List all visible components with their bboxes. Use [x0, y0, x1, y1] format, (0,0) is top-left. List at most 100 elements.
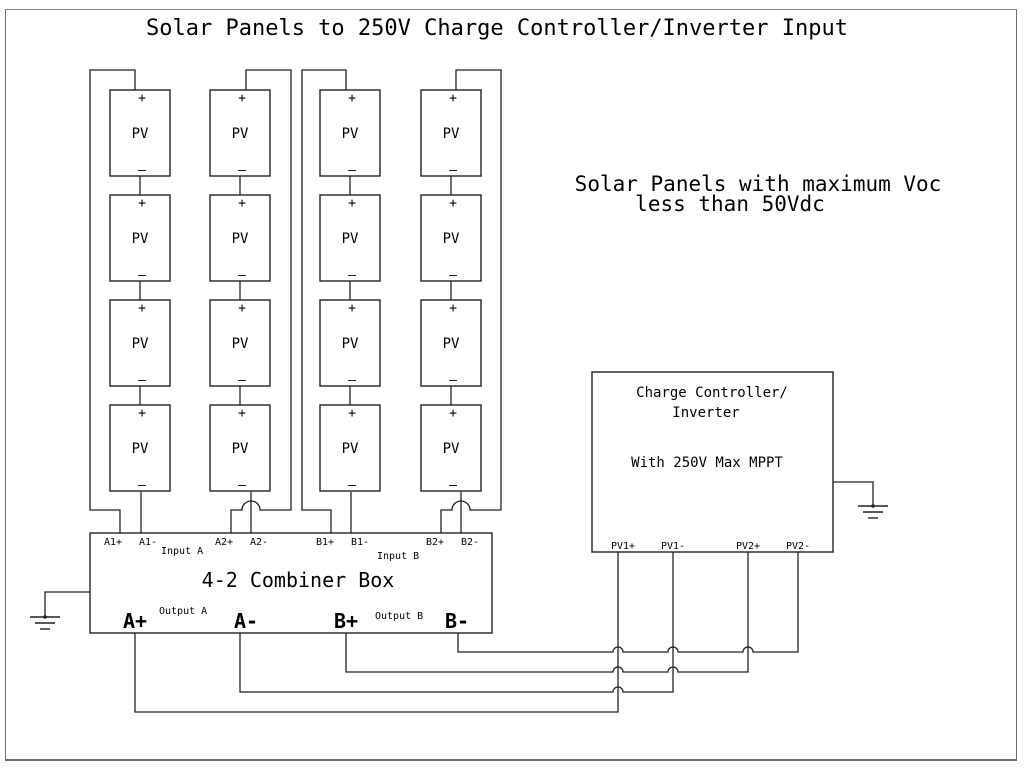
negative-terminal-icon: –	[348, 268, 356, 283]
pv-panel-body	[109, 299, 171, 387]
combiner-input-labels: A1+ A1- A2+ A2- B1+ B1- B2+ B2-	[104, 537, 479, 548]
string-wiring	[89, 69, 502, 533]
negative-terminal-icon: –	[238, 163, 246, 178]
pv-panel: PV+–	[109, 299, 171, 388]
pv-panel-body	[319, 89, 381, 177]
input-a-label: Input A	[161, 546, 203, 557]
negative-terminal-icon: –	[138, 373, 146, 388]
positive-terminal-icon: +	[238, 301, 246, 316]
pv-string-b2: PV+–PV+–PV+–PV+–	[420, 89, 482, 493]
terminal-pv2-minus: PV2-	[786, 541, 810, 552]
pv-panel-label: PV	[232, 231, 249, 247]
combiner-box	[89, 532, 493, 634]
wire-b2-positive	[440, 69, 502, 533]
pv-panel: PV + –	[109, 89, 171, 178]
positive-terminal-icon: +	[238, 196, 246, 211]
pv-panel: PV+–	[319, 404, 381, 493]
terminal-a1-minus: A1-	[139, 537, 157, 548]
pv-panel-label: PV	[443, 441, 460, 457]
terminal-a1-plus: A1+	[104, 537, 122, 548]
output-b-label: Output B	[375, 611, 423, 622]
positive-terminal-icon: +	[449, 301, 457, 316]
diagram-title: Solar Panels to 250V Charge Controller/I…	[146, 16, 848, 41]
negative-terminal-icon: –	[138, 268, 146, 283]
pv-panel-label: PV	[132, 441, 149, 457]
pv-panel-label: PV	[342, 336, 359, 352]
pv-panel: PV+–	[420, 404, 482, 493]
positive-terminal-icon: +	[348, 406, 356, 421]
wire-a2-positive	[230, 69, 292, 533]
positive-terminal-icon: +	[449, 196, 457, 211]
pv-panel-body	[209, 404, 271, 492]
pv-array: PV + – PV + – PV + – PV + – PV + – PV + – PV + – PV + – PV + – PV + –…	[109, 89, 482, 493]
positive-terminal-icon: +	[348, 196, 356, 211]
positive-terminal-icon: +	[238, 91, 246, 106]
controller-spec: With 250V Max MPPT	[631, 455, 783, 471]
output-a-label: Output A	[159, 606, 207, 617]
pv-panel-label: PV	[443, 336, 460, 352]
terminal-a2-minus: A2-	[250, 537, 268, 548]
terminal-pv1-plus: PV1+	[611, 541, 635, 552]
output-b-minus: B-	[445, 609, 469, 633]
output-a-plus: A+	[123, 609, 147, 633]
pv-panel-body	[420, 194, 482, 282]
pv-panel-body	[420, 404, 482, 492]
positive-terminal-icon: +	[348, 91, 356, 106]
output-b-plus: B+	[334, 609, 358, 633]
pv-panel-body	[319, 404, 381, 492]
output-a-minus: A-	[234, 609, 258, 633]
pv-panel: PV+–	[420, 194, 482, 283]
terminal-b1-minus: B1-	[351, 537, 369, 548]
controller-ground-icon	[833, 481, 888, 519]
negative-terminal-icon: –	[449, 373, 457, 388]
pv-panel: PV+–	[209, 299, 271, 388]
wire-b-plus-to-pv2-plus	[345, 552, 749, 673]
combiner-title: 4-2 Combiner Box	[202, 568, 395, 592]
pv-panel-label: PV	[342, 126, 359, 142]
pv-panel-label: PV	[443, 126, 460, 142]
negative-terminal-icon: –	[238, 478, 246, 493]
pv-panel: PV + –	[420, 89, 482, 178]
positive-terminal-icon: +	[138, 406, 146, 421]
output-wiring	[134, 552, 799, 713]
controller-title-line-2: Inverter	[672, 405, 739, 421]
pv-panel-body	[209, 299, 271, 387]
pv-panel: PV+–	[209, 89, 271, 178]
positive-terminal-icon: +	[449, 91, 457, 106]
pv-string-b1: PV+–PV+–PV+–PV+–	[319, 89, 381, 493]
positive-terminal-icon: +	[449, 406, 457, 421]
positive-terminal-icon: +	[348, 301, 356, 316]
note-line-1: Solar Panels with maximum Voc	[575, 172, 942, 196]
positive-terminal-icon: +	[138, 91, 146, 106]
pv-panel-body	[109, 89, 171, 177]
pv-panel-body	[209, 194, 271, 282]
pv-panel-body	[109, 404, 171, 492]
pv-panel: PV+–	[319, 89, 381, 178]
negative-terminal-icon: –	[138, 163, 146, 178]
controller-title-line-1: Charge Controller/	[636, 385, 788, 401]
combiner-ground-icon	[30, 591, 90, 630]
pv-panel-label: PV	[132, 336, 149, 352]
pv-panel-body	[420, 89, 482, 177]
wire-b1-positive	[301, 69, 347, 533]
negative-terminal-icon: –	[348, 478, 356, 493]
pv-panel-label: PV	[132, 126, 149, 142]
negative-terminal-icon: –	[348, 373, 356, 388]
terminal-b2-plus: B2+	[426, 537, 444, 548]
input-b-label: Input B	[377, 551, 419, 562]
negative-terminal-icon: –	[449, 163, 457, 178]
pv-panel-label: PV	[232, 441, 249, 457]
negative-terminal-icon: –	[238, 268, 246, 283]
terminal-b2-minus: B2-	[461, 537, 479, 548]
negative-terminal-icon: –	[138, 478, 146, 493]
terminal-b1-plus: B1+	[316, 537, 334, 548]
pv-panel: PV + –	[319, 299, 381, 388]
pv-string-a2: PV+–PV+–PV+–PV+–	[209, 89, 271, 493]
negative-terminal-icon: –	[449, 268, 457, 283]
pv-panel: PV + –	[109, 404, 171, 493]
wire-a1-positive	[89, 69, 136, 533]
pv-panel-label: PV	[342, 231, 359, 247]
wire-a-plus-to-pv1-plus	[134, 552, 619, 713]
pv-panel: PV+–	[109, 194, 171, 283]
